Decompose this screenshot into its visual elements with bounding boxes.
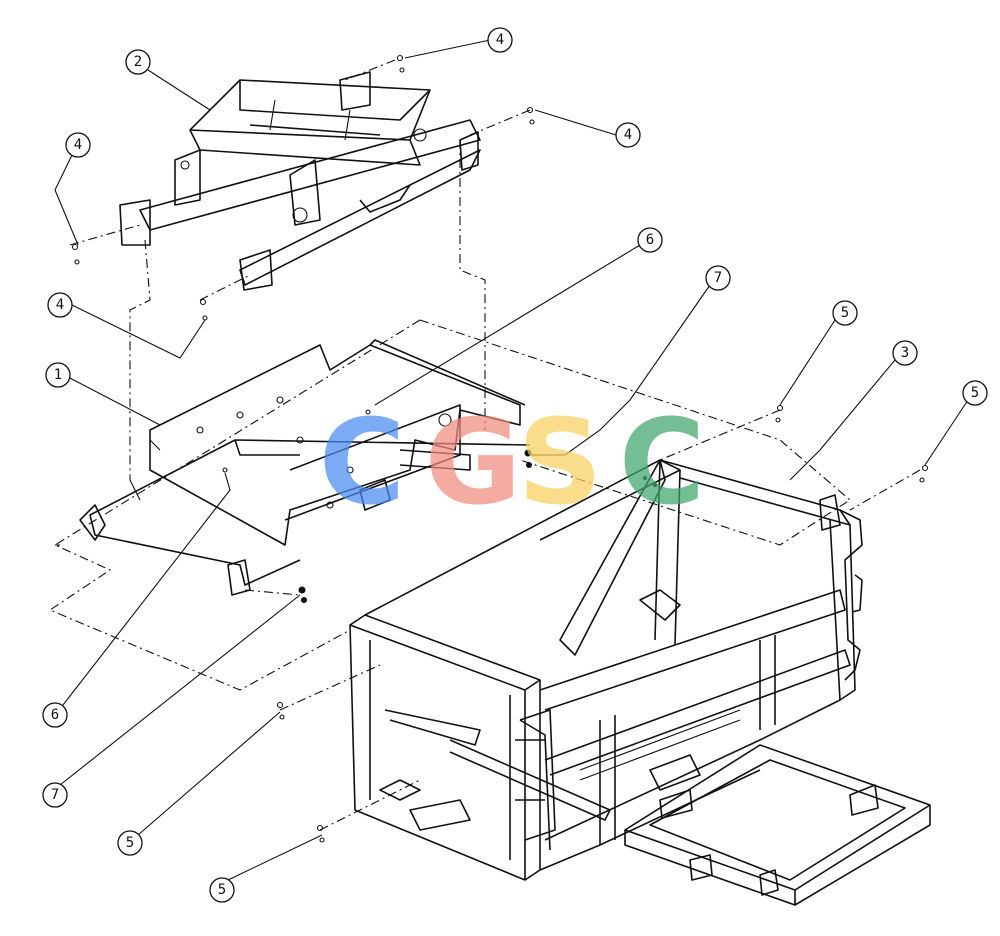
- callout-1: 1: [45, 362, 71, 388]
- callout-6-bottom-label: 6: [51, 707, 59, 723]
- callout-1-label: 1: [54, 367, 62, 383]
- callout-3: 3: [892, 340, 918, 366]
- watermark-letter-1: C: [319, 393, 406, 531]
- callout-4-lower: 4: [47, 292, 73, 318]
- watermark-letter-2: G: [425, 393, 522, 531]
- callout-4-left: 4: [65, 132, 91, 158]
- watermark-logo: C G S C: [319, 393, 706, 531]
- callout-4-right: 4: [615, 122, 641, 148]
- callout-5-upper-label: 5: [841, 305, 849, 321]
- fastener-bolts: [71, 54, 929, 843]
- upper-tray-part-2: [119, 71, 481, 291]
- callout-5-right-label: 5: [971, 385, 979, 401]
- callout-5-lower-label: 5: [126, 835, 134, 851]
- watermark-letter-3: S: [518, 393, 603, 531]
- callout-4-top-label: 4: [496, 32, 504, 48]
- callout-7-bottom-label: 7: [51, 787, 59, 803]
- callout-4-top: 4: [487, 27, 513, 53]
- callout-2-label: 2: [134, 54, 142, 70]
- middle-frame-part-1: [79, 339, 531, 596]
- callout-7-top: 7: [705, 265, 731, 291]
- callout-7-bottom: 7: [42, 782, 68, 808]
- lower-right-bracket: [624, 744, 931, 906]
- callout-leader-lines: [54, 39, 969, 881]
- callout-7-top-label: 7: [714, 270, 722, 286]
- callout-5-right: 5: [962, 380, 988, 406]
- callout-3-label: 3: [901, 345, 909, 361]
- callout-5-lower: 5: [117, 830, 143, 856]
- callout-2: 2: [125, 49, 151, 75]
- callout-6-top: 6: [637, 227, 663, 253]
- callout-4-left-label: 4: [74, 137, 82, 153]
- callout-4-right-label: 4: [624, 127, 632, 143]
- watermark-letter-4: C: [619, 393, 706, 531]
- phantom-outline-lines: [48, 59, 921, 831]
- callout-5-bottom: 5: [209, 877, 235, 903]
- callout-4-lower-label: 4: [56, 297, 64, 313]
- callout-6-bottom: 6: [42, 702, 68, 728]
- callout-6-top-label: 6: [646, 232, 654, 248]
- callout-5-bottom-label: 5: [218, 882, 226, 898]
- lower-frame-part-3: [349, 459, 863, 881]
- callout-5-upper: 5: [832, 300, 858, 326]
